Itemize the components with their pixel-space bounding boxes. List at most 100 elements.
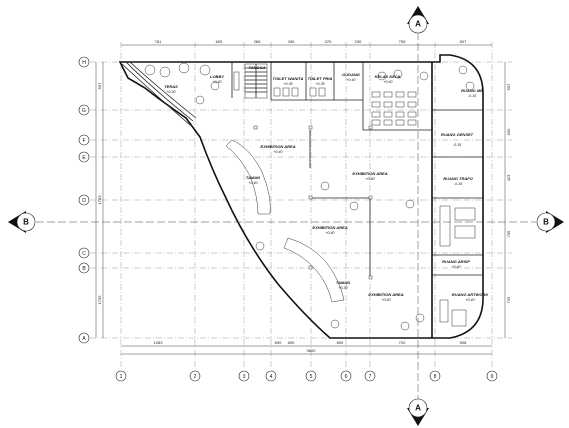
grid-label-col-3: 3 — [243, 374, 246, 380]
grid-column-bubbles: 1 2 3 4 5 6 7 8 9 — [115, 370, 498, 382]
section-b-right-marker — [536, 212, 556, 232]
dim-top-3: 265 — [254, 39, 261, 44]
building-walls — [118, 54, 484, 339]
room-labels: TERAS +0.30 LOBBY +0.40 TANGGA TOILET WA… — [164, 65, 489, 302]
dim-top-2: 605 — [216, 39, 223, 44]
dim-right-5: 729 — [506, 296, 511, 303]
room-name-ruang-trafo: RUANG TRAFO — [443, 176, 473, 181]
teras-steps — [121, 61, 197, 126]
grid-label-row-c: C — [82, 251, 86, 257]
grid-label-col-7: 7 — [369, 374, 372, 380]
room-elev-ruang-genset: -0.15 — [453, 143, 461, 147]
dim-right-3: 423 — [506, 174, 511, 181]
dim-bottom-3: 690 — [288, 340, 295, 345]
room-name-kelas-kecil: KELAS KECIL — [375, 74, 402, 79]
room-elev-ruang-me: -0.15 — [468, 94, 476, 98]
grid-label-row-g: G — [82, 108, 86, 114]
grid-label-row-h: H — [82, 60, 86, 66]
room-name-exhibition-4: EXHIBITION AREA — [368, 292, 403, 297]
room-elev-exhibition-2: +0.40 — [365, 177, 374, 181]
room-name-tangga: TANGGA — [248, 65, 265, 70]
grid-row-bubbles: H G F E D C B A — [78, 56, 90, 344]
classroom-desks — [371, 91, 417, 126]
stair-treads — [244, 63, 268, 99]
artwork-tables — [439, 299, 467, 327]
section-a-top-label: A — [415, 20, 421, 29]
dim-left-2: 1783 — [97, 195, 102, 205]
dim-left-3: 1705 — [97, 295, 102, 305]
grid-label-row-e: E — [82, 155, 86, 161]
exhibition-planters — [225, 139, 345, 303]
grid-label-col-6: 6 — [345, 374, 348, 380]
column-7 — [368, 275, 373, 280]
room-name-teras: TERAS — [164, 84, 178, 89]
room-elev-exhibition-4: +0.40 — [381, 298, 390, 302]
room-name-exhibition-1: EXHIBITION AREA — [260, 144, 295, 149]
room-name-ruang-me: RUANG ME — [461, 88, 483, 93]
outer-wall — [118, 54, 484, 339]
grid-bubble-row-d — [78, 194, 90, 206]
room-elev-ruang-arsip: +0.40 — [451, 265, 460, 269]
room-elev-taman-2: +0.30 — [338, 286, 347, 290]
dim-bottom-1: 1283 — [154, 340, 164, 345]
dim-right-2: 600 — [506, 128, 511, 135]
toilet-stalls — [273, 87, 326, 97]
grid-label-col-8: 8 — [434, 374, 437, 380]
grid-bubble-col-9 — [486, 370, 498, 382]
dim-bottom-2: 690 — [275, 340, 282, 345]
section-a-top-marker — [408, 14, 428, 34]
room-elev-toilet-wanita: +0.35 — [283, 82, 292, 86]
column-1 — [253, 125, 258, 130]
dim-top-4: 430 — [288, 39, 295, 44]
room-name-ruang-arsip: RUANG ARSIP — [442, 259, 470, 264]
room-elev-exhibition-1: +0.40 — [273, 150, 282, 154]
room-name-ruang-genset: RUANG GENSET — [441, 132, 474, 137]
grid-label-row-f: F — [82, 138, 85, 144]
section-b-left-marker — [16, 212, 36, 232]
room-name-gudang: GUDANG — [342, 72, 360, 77]
dimension-lines — [95, 44, 506, 355]
grid-label-row-b: B — [82, 266, 86, 272]
grid-bubble-row-e — [78, 151, 90, 163]
dim-top-5: 370 — [325, 39, 332, 44]
grid-bubble-col-2 — [189, 370, 201, 382]
grid-axis-lines — [90, 42, 512, 368]
section-b-right-label: B — [543, 218, 549, 227]
dim-top-8: 507 — [460, 39, 467, 44]
section-b-left-label: B — [23, 218, 29, 227]
room-name-taman-1: TAMAN — [246, 175, 260, 180]
section-a-bottom-marker — [408, 398, 428, 418]
dim-right-1: 507 — [506, 83, 511, 90]
grid-label-col-1: 1 — [120, 374, 123, 380]
column-2 — [308, 125, 313, 130]
plants — [144, 62, 475, 331]
section-markers: A A B B — [8, 6, 564, 426]
room-elev-lobby: +0.40 — [212, 80, 221, 84]
lobby-desk — [233, 71, 240, 91]
room-elev-toilet-pria: +0.35 — [315, 82, 324, 86]
grid-label-col-2: 2 — [194, 374, 197, 380]
grid-bubble-row-g — [78, 104, 90, 116]
room-elev-teras: +0.30 — [166, 90, 175, 94]
grid-bubble-col-6 — [340, 370, 352, 382]
room-name-exhibition-2: EXHIBITION AREA — [352, 171, 387, 176]
room-elev-gudang: +0.40 — [346, 78, 355, 82]
dim-right-4: 705 — [506, 230, 511, 237]
room-elev-kelas-kecil: +0.40 — [383, 80, 392, 84]
room-name-lobby: LOBBY — [210, 74, 224, 79]
grid-bubble-col-5 — [305, 370, 317, 382]
column-6 — [308, 265, 313, 270]
grid-bubble-row-a — [78, 332, 90, 344]
column-4 — [308, 195, 313, 200]
room-name-toilet-wanita: TOILET WANITA — [273, 76, 304, 81]
grid-bubble-row-f — [78, 134, 90, 146]
dimension-texts: 781 605 265 430 370 230 705 507 1283 690… — [97, 39, 511, 353]
dim-top-7: 705 — [399, 39, 406, 44]
dim-bottom-4: 600 — [337, 340, 344, 345]
grid-bubble-row-h — [78, 56, 90, 68]
grid-label-col-4: 4 — [270, 374, 273, 380]
dim-top-6: 230 — [355, 39, 362, 44]
room-name-ruang-artwork: RUANG ARTWORK — [452, 292, 490, 297]
grid-bubble-col-4 — [265, 370, 277, 382]
room-elev-ruang-trafo: -0.15 — [454, 182, 462, 186]
